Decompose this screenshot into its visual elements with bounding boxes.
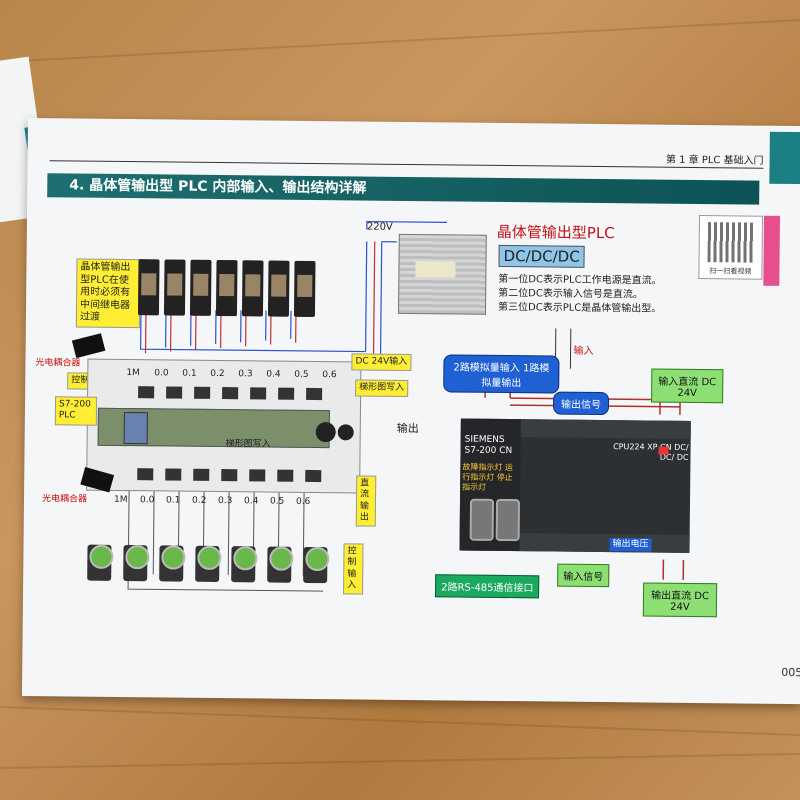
ladder-write-mid-label: 梯形图写入 [225, 439, 271, 450]
plc-type-title: 晶体管输出型PLC [496, 222, 615, 243]
push-button [123, 545, 150, 582]
relay [293, 260, 316, 318]
relay [163, 259, 186, 316]
rs485-port [469, 498, 495, 541]
input-channel-label: 1M [113, 494, 128, 506]
relay [267, 260, 290, 317]
rs485-port [495, 498, 521, 542]
input-channel-label: 0.3 [217, 496, 233, 507]
output-dc24-label: 输出直流 DC 24V [642, 582, 718, 618]
transistor [194, 386, 211, 399]
serial-port [123, 412, 148, 445]
plc-bottom-terminals [519, 533, 690, 553]
transistor [166, 386, 183, 399]
push-button [231, 546, 258, 583]
wood-grain [0, 19, 800, 63]
push-button [303, 546, 330, 584]
plc-internal-board: 1M 0.0 0.1 0.2 0.3 0.4 0.5 0.6 梯形图写入 [86, 358, 362, 494]
siemens-plc: SIEMENS S7-200 CN 故障指示灯 运行指示灯 停止指示灯 CPU2… [459, 418, 691, 553]
push-button [267, 546, 294, 583]
rs485-label: 2路RS-485通信接口 [435, 574, 540, 599]
input-channel-label: 0.2 [191, 495, 207, 506]
input-channel-label: 0.1 [165, 495, 181, 506]
s7-200-plc-label: S7-200 PLC [54, 396, 98, 426]
relay [189, 259, 212, 316]
cpu-model-label: CPU224 XP CN DC/ DC/ DC [613, 442, 689, 462]
relay [137, 259, 160, 316]
relay [241, 260, 264, 317]
siemens-label: SIEMENS S7-200 CN [464, 434, 513, 457]
red-terminal [658, 446, 669, 455]
input-dc24-label: 输入直流 DC 24V [651, 368, 724, 404]
desc-line-3: 第三位DC表示PLC是晶体管输出型。 [497, 301, 662, 315]
transistor [222, 387, 239, 400]
output-label: 输出 [396, 421, 419, 436]
status-lights-label: 故障指示灯 运行指示灯 停止指示灯 [462, 462, 513, 492]
input-channel-label: 0.6 [295, 496, 311, 507]
transistor [306, 387, 323, 401]
power-supply-unit [397, 233, 487, 315]
relay-note: 晶体管输出型PLC在使用时必须有中间继电器过渡 [75, 258, 141, 328]
output-channel-row: 1M 0.0 0.1 0.2 0.3 0.4 0.5 0.6 [126, 368, 337, 381]
transistor [250, 387, 267, 400]
input-channel-row [125, 468, 355, 484]
analog-io-label: 2路模拟量输入 1路模拟量输出 [443, 354, 560, 394]
dc-code-box: DC/DC/DC [498, 244, 585, 268]
relay [215, 259, 238, 317]
output-signal-label: 输出信号 [552, 391, 610, 416]
capacitor [337, 424, 354, 441]
ladder-write-label: 梯形图写入 [355, 379, 409, 398]
optocoupler-bottom-label: 光电耦合器 [41, 494, 88, 505]
transistor [138, 386, 155, 399]
input-label-top: 输入 [573, 345, 594, 357]
capacitor [315, 422, 336, 443]
input-channel-label: 0.4 [243, 496, 259, 507]
transistor [278, 387, 295, 400]
push-button [159, 545, 186, 582]
output-voltage-label: 输出电压 [609, 538, 652, 552]
dc24-input-label: DC 24V输入 [351, 353, 412, 372]
optocoupler-top-label: 光电耦合器 [35, 358, 81, 369]
push-button [87, 544, 114, 581]
wood-grain [0, 706, 800, 736]
dc-output-label: 直流输出 [355, 475, 377, 527]
input-channel-label: 0.5 [269, 496, 285, 507]
psu-label [415, 261, 456, 278]
book-page: 第 1 章 PLC 基础入门 4. 晶体管输出型 PLC 内部输入、输出结构详解… [21, 118, 800, 705]
input-channel-label: 0.0 [139, 495, 155, 506]
wood-grain [0, 753, 800, 769]
dc-description: 第一位DC表示PLC工作电源是直流。 第二位DC表示输入信号是直流。 第三位DC… [498, 273, 662, 317]
control-input-label: 控制输入 [343, 543, 364, 595]
plc-top-terminals [520, 419, 691, 439]
push-button [195, 545, 222, 583]
voltage-220-label: 220V [366, 221, 393, 233]
page-number: 005 [781, 665, 800, 680]
input-signal-label: 输入信号 [557, 563, 610, 588]
